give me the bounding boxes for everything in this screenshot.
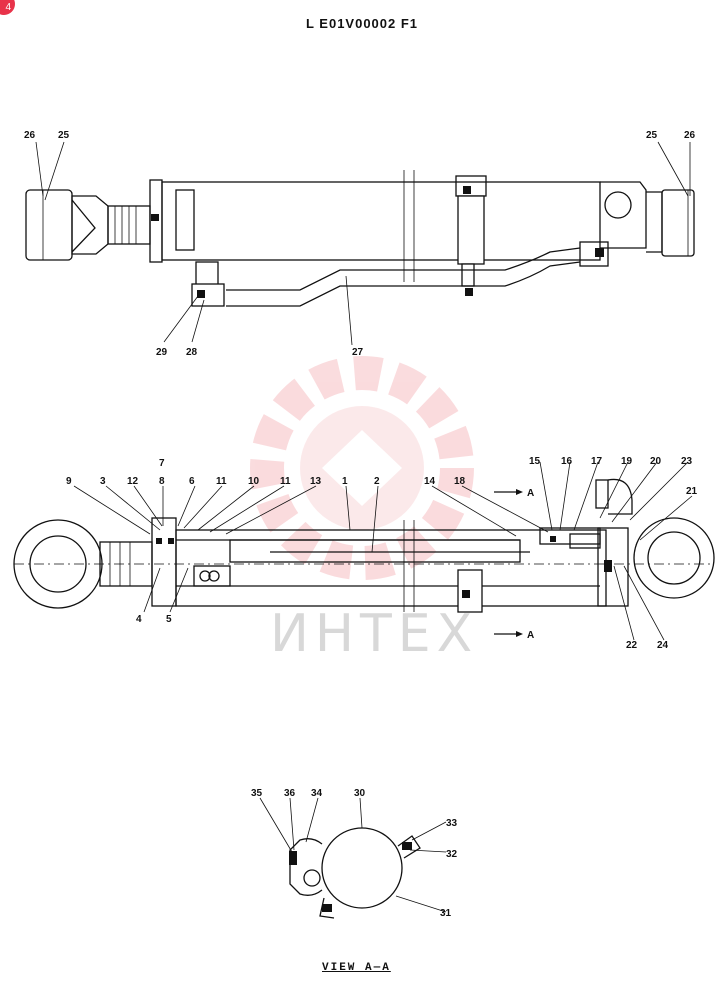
right-clevis <box>661 189 695 257</box>
label-35: 35 <box>251 788 263 799</box>
section-marker-top: A <box>527 488 534 499</box>
label-23: 23 <box>681 456 693 467</box>
label-27: 27 <box>352 347 364 358</box>
drawing-code: L E01V00002 F1 <box>305 16 419 31</box>
view-aa-title: VIEW A—A <box>322 962 391 974</box>
label-28: 28 <box>186 347 198 358</box>
label-9: 9 <box>66 476 72 487</box>
section-view <box>13 461 715 641</box>
label-4: 4 <box>136 614 142 625</box>
left-clevis <box>25 189 73 261</box>
label-26-right: 26 <box>684 130 696 141</box>
label-20: 20 <box>650 456 662 467</box>
label-25-left: 25 <box>58 130 70 141</box>
right-eye <box>633 517 715 599</box>
label-6: 6 <box>189 476 195 487</box>
piston-rod <box>229 539 521 563</box>
label-2: 2 <box>374 476 380 487</box>
pipe-27 <box>226 247 581 291</box>
label-29: 29 <box>156 347 168 358</box>
label-16: 16 <box>561 456 573 467</box>
watermark-logo <box>250 356 474 580</box>
label-7: 7 <box>159 458 165 469</box>
label-32: 32 <box>446 849 458 860</box>
label-11-b: 11 <box>280 476 291 487</box>
label-1: 1 <box>342 476 348 487</box>
label-21: 21 <box>686 486 698 497</box>
label-15: 15 <box>529 456 541 467</box>
left-eye <box>13 519 103 609</box>
label-30: 30 <box>354 788 366 799</box>
label-18: 18 <box>454 476 466 487</box>
label-36: 36 <box>284 788 296 799</box>
section-marker-bottom: A <box>527 630 534 641</box>
corner-badge: 4 <box>0 0 15 15</box>
label-26-left: 26 <box>24 130 36 141</box>
label-8: 8 <box>159 476 165 487</box>
label-11-a: 11 <box>216 476 227 487</box>
label-17: 17 <box>591 456 603 467</box>
top-view <box>25 141 695 346</box>
label-22: 22 <box>626 640 638 651</box>
label-33: 33 <box>446 818 458 829</box>
watermark-text: ИНТЕХ <box>270 604 479 664</box>
label-13: 13 <box>310 476 322 487</box>
label-3: 3 <box>100 476 106 487</box>
label-5: 5 <box>166 614 172 625</box>
label-10: 10 <box>248 476 260 487</box>
view-aa <box>259 797 447 919</box>
label-34: 34 <box>311 788 323 799</box>
label-24: 24 <box>657 640 669 651</box>
label-31: 31 <box>440 908 452 919</box>
label-25-right: 25 <box>646 130 658 141</box>
label-14: 14 <box>424 476 436 487</box>
cylinder-barrel <box>161 181 601 261</box>
label-12: 12 <box>127 476 139 487</box>
label-19: 19 <box>621 456 633 467</box>
clamp-tube <box>321 827 403 909</box>
